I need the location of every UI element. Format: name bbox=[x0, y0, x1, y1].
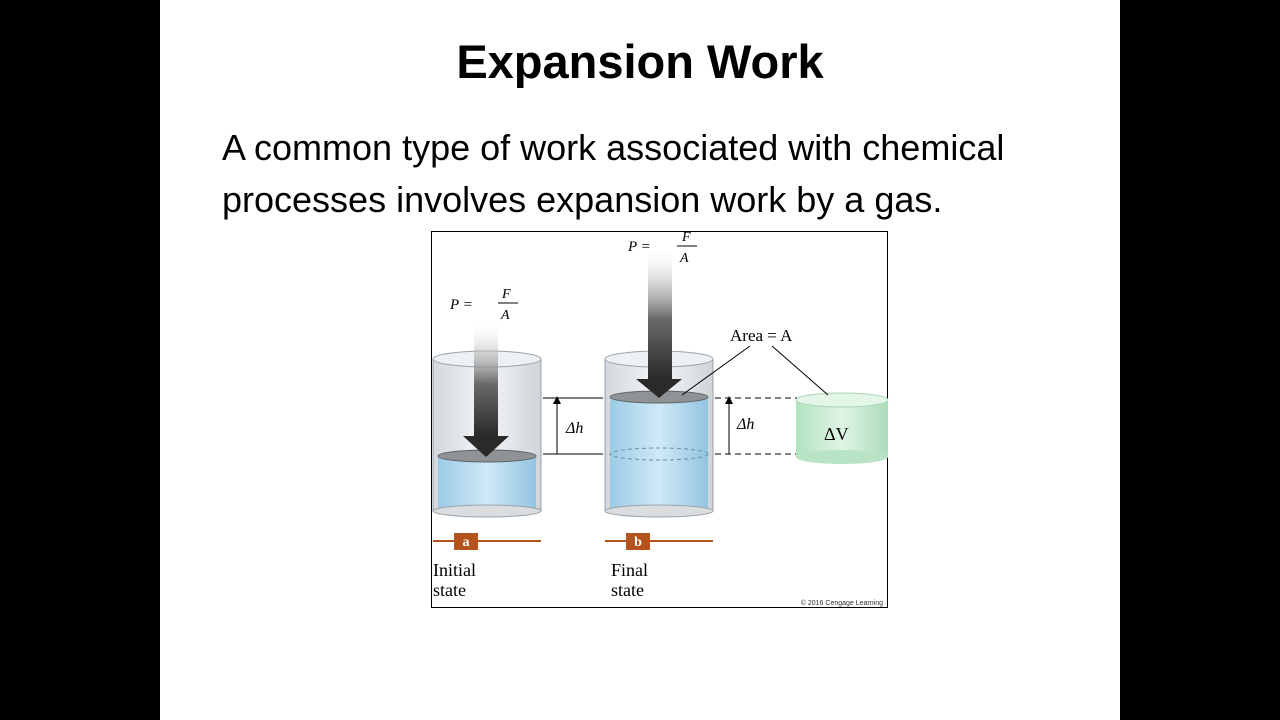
delta-h-label-left: Δh bbox=[565, 420, 583, 437]
initial-level-outline bbox=[609, 447, 709, 461]
double-headed-arrow-icon bbox=[715, 396, 797, 455]
badge-a: a bbox=[463, 535, 470, 550]
copyright-text: © 2016 Cengage Learning bbox=[801, 599, 883, 607]
slide-title: Expansion Work bbox=[456, 35, 824, 88]
caption-a-line2: state bbox=[433, 580, 466, 600]
gas-final bbox=[610, 397, 708, 508]
badge-b: b bbox=[634, 535, 642, 550]
down-arrow-icon bbox=[636, 244, 682, 398]
area-leader-line bbox=[681, 345, 751, 396]
down-arrow-icon bbox=[463, 320, 509, 457]
svg-text:F: F bbox=[681, 232, 691, 245]
delta-h-label-right: Δh bbox=[736, 416, 754, 433]
caption-a-line1: Initial bbox=[433, 560, 476, 580]
svg-text:P =: P = bbox=[449, 297, 473, 313]
svg-text:F: F bbox=[501, 287, 511, 302]
svg-text:A: A bbox=[679, 251, 689, 266]
diagram-svg: Δh Δh ΔV Area = A P = bbox=[432, 232, 889, 607]
panel-a-label: a Initial state bbox=[433, 533, 541, 600]
panel-b-label: b Final state bbox=[605, 533, 713, 600]
gas-initial bbox=[438, 456, 536, 508]
svg-text:A: A bbox=[500, 308, 510, 323]
area-label: Area = A bbox=[730, 326, 793, 345]
slide-body-text: A common type of work associated with ch… bbox=[222, 127, 1005, 220]
delta-v-cylinder bbox=[795, 392, 889, 464]
caption-b-line1: Final bbox=[611, 560, 648, 580]
double-headed-arrow-icon bbox=[543, 396, 603, 455]
expansion-work-figure: Δh Δh ΔV Area = A P = bbox=[431, 231, 889, 608]
caption-b-line2: state bbox=[611, 580, 644, 600]
delta-v-label: ΔV bbox=[824, 424, 849, 444]
svg-text:P =: P = bbox=[627, 239, 651, 255]
slide: Expansion Work A common type of work ass… bbox=[160, 0, 1120, 720]
pressure-formula-initial: P = F A bbox=[449, 287, 518, 323]
area-leader-line bbox=[771, 345, 829, 396]
pressure-formula-final: P = F A bbox=[627, 232, 697, 266]
